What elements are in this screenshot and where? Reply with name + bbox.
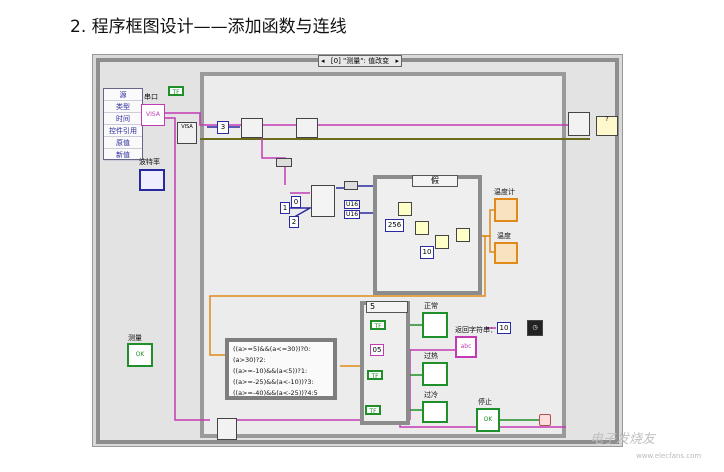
thermometer-indicator[interactable]: [494, 198, 518, 222]
formula-line: ((a>=-10)&&(a<5))?1:: [233, 367, 308, 375]
measure-button[interactable]: OK: [127, 343, 153, 367]
baud-label: 波特率: [139, 158, 160, 166]
visa-write-node[interactable]: [241, 118, 263, 138]
enum-item: 控件引用: [104, 125, 142, 137]
visa-configure-label: VISA: [181, 124, 193, 130]
page-heading: 2. 程序框图设计——添加函数与连线: [70, 17, 347, 37]
overheat-bool-const[interactable]: TF: [367, 370, 383, 380]
read-wire: [261, 133, 286, 185]
overheat-label: 过热: [424, 352, 438, 360]
visa-close-node[interactable]: [217, 418, 237, 440]
subtract-node[interactable]: [456, 228, 470, 242]
string-to-bytes-node[interactable]: [276, 158, 292, 167]
const-05[interactable]: 05: [370, 344, 384, 356]
formula-line: ((a>=5)&&(a<=30))?0:: [233, 345, 311, 353]
enum-item: 类型: [104, 101, 142, 113]
serial-label: 串口: [144, 93, 158, 101]
multiply-node[interactable]: [398, 202, 412, 216]
formula-node[interactable]: ((a>=5)&&(a<=30))?0: (a>30)?2: ((a>=-10)…: [225, 338, 337, 400]
divide-node[interactable]: [435, 235, 449, 249]
measure-label: 测量: [128, 334, 142, 342]
case-selector-false[interactable]: 假: [412, 175, 458, 187]
error-handler-node[interactable]: ?: [596, 116, 618, 136]
stop-label: 停止: [478, 398, 492, 406]
const-0[interactable]: 0: [291, 196, 301, 208]
visa-wire-down: [163, 117, 210, 421]
return-string-indicator[interactable]: abc: [455, 336, 477, 358]
overheat-led[interactable]: [422, 362, 448, 386]
const-ten-right[interactable]: 10: [497, 322, 511, 334]
formula-line: (a>30)?2:: [233, 356, 266, 364]
u16-b[interactable]: U16: [344, 210, 360, 219]
u16-a[interactable]: U16: [344, 200, 360, 209]
case-selector-5[interactable]: 5: [366, 301, 408, 313]
index-array-node[interactable]: [311, 185, 335, 217]
visa-close-outer-node[interactable]: [568, 112, 590, 136]
return-string-label: 返回字符串：: [455, 326, 497, 334]
overcool-label: 过冷: [424, 391, 438, 399]
stop-terminal: [539, 414, 551, 426]
const-256[interactable]: 256: [385, 219, 404, 232]
event-data-node[interactable]: 源 类型 时间 控件引用 原值 新值: [103, 88, 143, 161]
selector-right-arrow-icon[interactable]: ▸: [395, 57, 399, 65]
overcool-led[interactable]: [422, 401, 448, 423]
temp-formula-wire: [209, 236, 486, 356]
temp-label: 温度: [497, 232, 511, 240]
const-1[interactable]: 1: [280, 202, 290, 214]
wait-node[interactable]: ◷: [527, 320, 543, 336]
baud-control[interactable]: [139, 169, 165, 191]
enum-item: 源: [104, 89, 142, 101]
visa-read-node[interactable]: [296, 118, 318, 138]
bool-constant[interactable]: TF: [168, 86, 184, 96]
const-2[interactable]: 2: [289, 216, 299, 228]
temperature-indicator[interactable]: [494, 242, 518, 264]
overcool-bool-const[interactable]: TF: [365, 405, 381, 415]
const-3[interactable]: 3: [217, 121, 229, 134]
selector-left-arrow-icon[interactable]: ◂: [321, 57, 325, 65]
normal-led[interactable]: [422, 312, 448, 338]
enum-item: 新值: [104, 149, 142, 161]
enum-item: 原值: [104, 137, 142, 149]
visa-configure-node[interactable]: VISA: [177, 122, 197, 144]
compare-node[interactable]: [344, 181, 358, 190]
formula-line: ((a>=-25)&&(a<-10))?3:: [233, 378, 314, 386]
serial-visa-control[interactable]: VISA: [141, 104, 165, 126]
const-10[interactable]: 10: [420, 246, 434, 259]
stop-button[interactable]: OK: [476, 408, 500, 432]
temp-meter-label: 温度计: [494, 188, 515, 196]
watermark-logo: 电子发烧友: [590, 432, 656, 447]
event-case-selector[interactable]: ◂ [0] "测量": 值改变 ▸: [318, 55, 402, 67]
formula-line: ((a>=-40)&&(a<-25))?4:5: [233, 389, 318, 397]
watermark-url: www.elecfans.com: [636, 452, 702, 460]
normal-label: 正常: [424, 302, 438, 310]
normal-bool-const[interactable]: TF: [370, 320, 386, 330]
add-node[interactable]: [415, 221, 429, 235]
enum-item: 时间: [104, 113, 142, 125]
